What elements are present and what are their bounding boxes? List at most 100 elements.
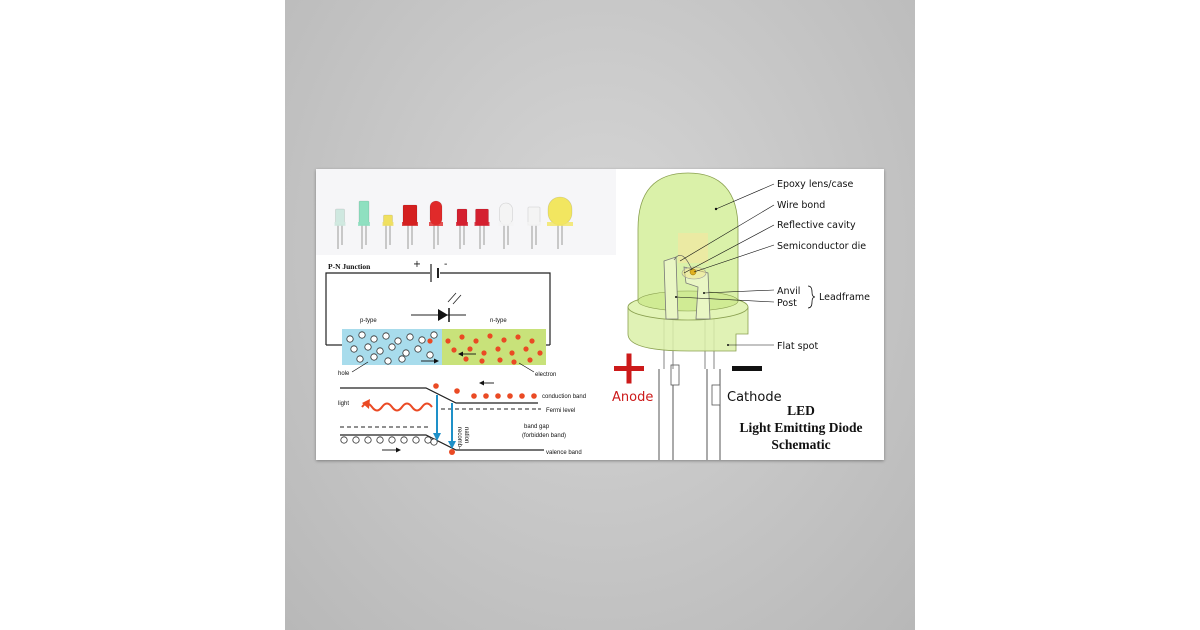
led-photo-item xyxy=(498,202,514,249)
hole-dot xyxy=(418,336,426,344)
led-photo-item xyxy=(527,206,541,249)
recombination-label-2: nation xyxy=(463,427,469,443)
title-line-1: LED xyxy=(787,403,815,418)
hole-dot xyxy=(402,349,410,357)
light-label: light xyxy=(338,401,349,407)
electron-dot xyxy=(451,347,457,353)
battery-minus: - xyxy=(444,259,447,270)
led-photo xyxy=(316,169,616,255)
electron-dot xyxy=(449,449,455,455)
cathode-label: Cathode xyxy=(727,390,782,405)
forbidden-band-label: (forbidden band) xyxy=(522,433,566,439)
wire-bond-label: Wire bond xyxy=(777,200,825,211)
electron-dot xyxy=(483,393,489,399)
electron-dot xyxy=(427,338,433,344)
electron-dot xyxy=(481,350,487,356)
electron-label: electron xyxy=(535,372,556,378)
electron-dot xyxy=(459,334,465,340)
led-schematic: Epoxy lens/case Wire bond Reflective cav… xyxy=(612,172,870,460)
flat-spot-label: Flat spot xyxy=(777,341,818,352)
epoxy-lens-label: Epoxy lens/case xyxy=(777,179,853,190)
leadframe-brace xyxy=(807,285,816,309)
electron-dot xyxy=(495,393,501,399)
hole-dot xyxy=(352,436,360,444)
led-photo-item xyxy=(334,208,346,249)
led-photo-item xyxy=(358,200,370,249)
leadframe-label: Leadframe xyxy=(819,292,870,303)
led-photo-item xyxy=(474,208,490,249)
hole-dot xyxy=(430,438,438,446)
led-photo-item xyxy=(547,196,573,249)
hole-dot xyxy=(384,357,392,365)
reflective-cavity-label: Reflective cavity xyxy=(777,220,856,231)
electron-dot xyxy=(509,350,515,356)
electron-dot xyxy=(523,346,529,352)
pn-junction-diagram: P-N Junction + - p-type n-type hole elec… xyxy=(325,259,586,456)
anvil-label: Anvil xyxy=(777,286,800,297)
electron-dot xyxy=(454,388,460,394)
electron-dot xyxy=(511,359,517,365)
hole-dot xyxy=(414,345,422,353)
hole-dot xyxy=(376,347,384,355)
hole-dot xyxy=(356,355,364,363)
electron-dot xyxy=(537,350,543,356)
electron-dot xyxy=(445,338,451,344)
electron-dot xyxy=(479,358,485,364)
pn-title: P-N Junction xyxy=(328,262,371,271)
semiconductor-die-label: Semiconductor die xyxy=(777,241,866,252)
hole-dot xyxy=(388,436,396,444)
title-line-3: Schematic xyxy=(771,437,830,452)
post-label: Post xyxy=(777,298,797,309)
electron-dot xyxy=(495,346,501,352)
electron-dot xyxy=(529,338,535,344)
anode-label: Anode xyxy=(612,390,653,405)
led-photo-item xyxy=(382,214,394,249)
hole-dot xyxy=(346,335,354,343)
electron-dot xyxy=(433,383,439,389)
hole-dot xyxy=(426,351,434,359)
minus-icon xyxy=(732,366,762,371)
led-photo-item xyxy=(429,200,443,249)
n-type-label: n-type xyxy=(490,318,507,324)
hole-dot xyxy=(406,333,414,341)
electron-dot xyxy=(487,333,493,339)
hole-dot xyxy=(350,345,358,353)
hole-dot xyxy=(358,331,366,339)
p-type-label: p-type xyxy=(360,318,377,324)
hole-dot xyxy=(430,331,438,339)
hole-dot xyxy=(364,343,372,351)
electron-dot xyxy=(467,346,473,352)
hole-dot xyxy=(340,436,348,444)
title-line-2: Light Emitting Diode xyxy=(739,420,862,435)
electron-dot xyxy=(471,393,477,399)
hole-dot xyxy=(364,436,372,444)
electron-dot xyxy=(531,393,537,399)
electron-dot xyxy=(515,334,521,340)
electron-dot xyxy=(501,337,507,343)
conduction-band-label: conduction band xyxy=(542,394,586,400)
hole-dot xyxy=(398,355,406,363)
electron-dot xyxy=(519,393,525,399)
hole-dot xyxy=(370,335,378,343)
electron-dot xyxy=(527,357,533,363)
hole-dot xyxy=(400,436,408,444)
led-photo-item xyxy=(402,204,418,249)
hole-label: hole xyxy=(338,371,350,377)
hole-dot xyxy=(382,332,390,340)
fermi-level-label: Fermi level xyxy=(546,408,575,414)
electron-dot xyxy=(497,357,503,363)
band-gap-label: band gap xyxy=(524,424,550,430)
hole-dot xyxy=(394,337,402,345)
electron-dot xyxy=(507,393,513,399)
electron-dot xyxy=(463,356,469,362)
led-photo-item xyxy=(456,208,468,249)
recombination-label-1: recomb- xyxy=(456,427,462,449)
hole-dot xyxy=(370,353,378,361)
hole-dot xyxy=(412,436,420,444)
hole-dot xyxy=(424,436,432,444)
hole-dot xyxy=(376,436,384,444)
poster: P-N Junction + - p-type n-type hole elec… xyxy=(316,169,884,460)
battery-plus: + xyxy=(413,259,421,270)
electron-dot xyxy=(473,338,479,344)
valence-band-label: valence band xyxy=(546,450,582,456)
